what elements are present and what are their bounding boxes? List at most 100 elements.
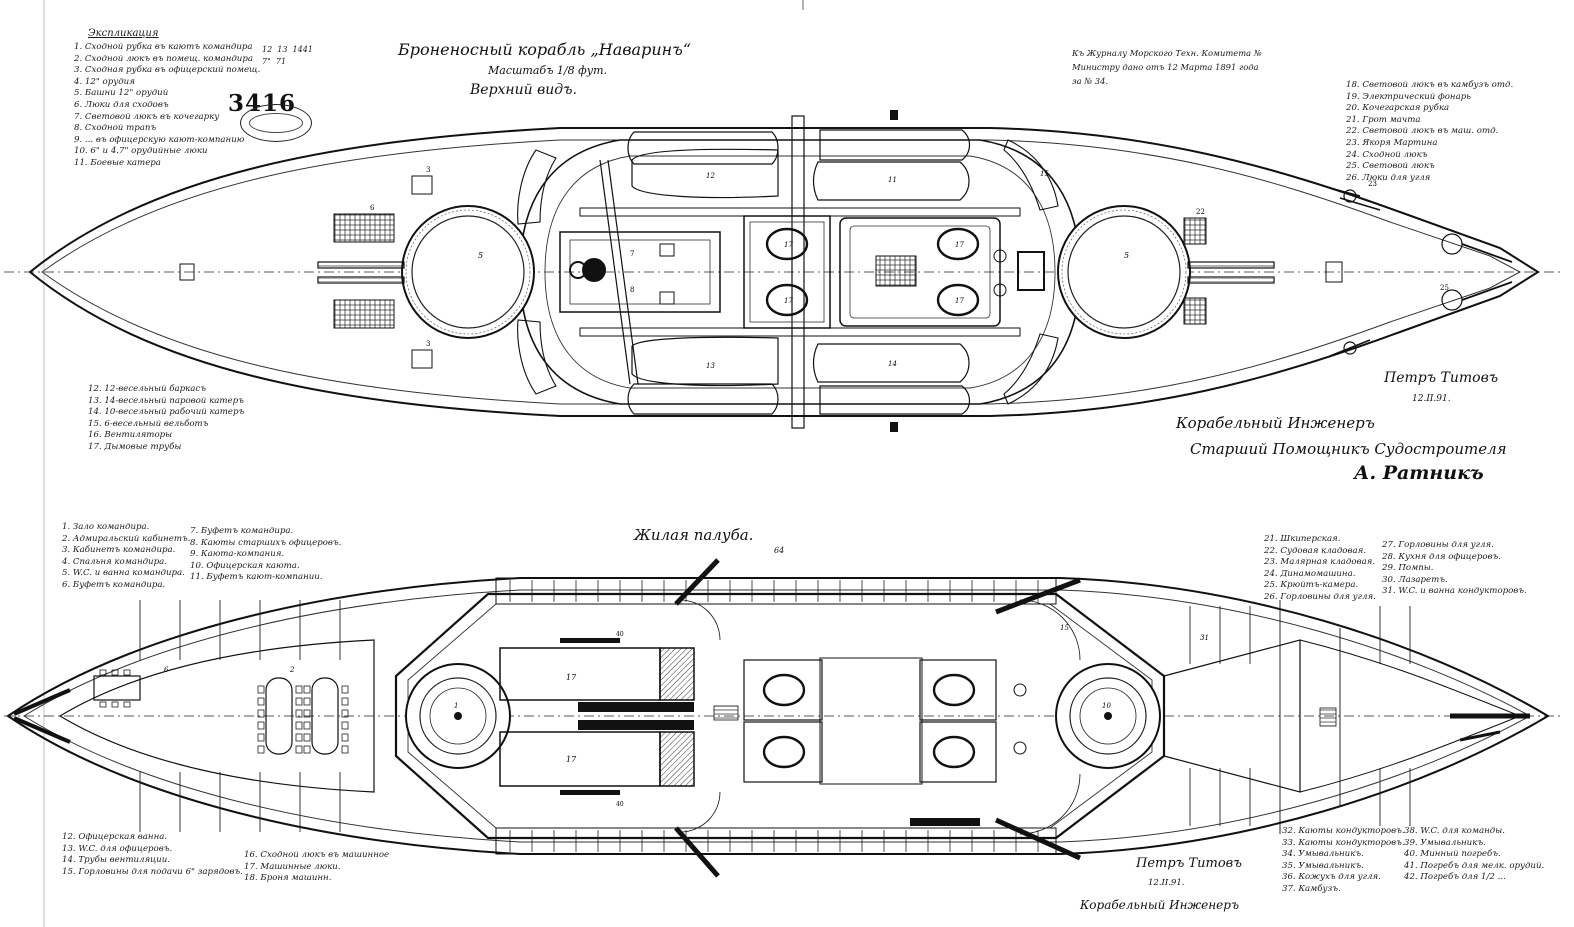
legend-entry: 27. Горловины для угля.: [1382, 540, 1494, 550]
label-mark-3b: 3: [426, 340, 430, 348]
top-deckhouse: 7 8 17 17 17 17: [559, 215, 1045, 329]
chair-icon: [341, 733, 349, 742]
top-view-subtitle: Верхний видъ.: [470, 82, 577, 98]
chair-icon: [257, 733, 265, 742]
label-funnel-a: 17: [784, 241, 793, 249]
funnel-uptake-icon: [932, 673, 976, 707]
chair-icon: [257, 697, 265, 706]
legend-entry: 33. Каюты кондукторовъ.: [1282, 837, 1405, 848]
funnel-icon: [936, 227, 980, 261]
chair-icon: [257, 685, 265, 694]
lower-legend-bottom-d: 38. W.C. для команды.39. Умывальникъ.40.…: [1404, 826, 1544, 884]
signature-titov-top: Петръ Титовъ: [1384, 370, 1499, 386]
legend-entry: 24. Сходной люкъ: [1346, 149, 1428, 160]
label-boat-b: 11: [888, 176, 897, 184]
funnel-uptake-icon: [762, 673, 806, 707]
signature-titov-lower: Петръ Титовъ: [1136, 856, 1242, 871]
label-mark-40b: 40: [616, 801, 624, 808]
top-turret-aft: 5: [1057, 205, 1275, 339]
legend-entry: 23. Якоря Мартина: [1346, 137, 1438, 148]
signature-titov-lower-date: 12.II.91.: [1148, 878, 1185, 888]
chair-icon: [257, 721, 265, 730]
chair-icon: [303, 721, 311, 730]
legend-entry: 25. Крюйтъ-камера.: [1264, 580, 1359, 591]
label-mark-31: 31: [1200, 634, 1209, 642]
header-note: Къ Журналу Морского Техн. Комитета № Мин…: [1072, 48, 1262, 86]
chair-icon: [341, 685, 349, 694]
label-mark-6: 6: [370, 204, 375, 212]
chair-icon: [295, 709, 303, 718]
legend-entry: 2. Сходной люкъ въ помещ. командира: [74, 53, 253, 64]
legend-entry: 11. Боевые катера: [74, 157, 161, 168]
lower-legend-left-b: 7. Буфетъ командира.8. Каюты старшихъ оф…: [190, 526, 341, 584]
legend-entry: 28. Кухня для офицеровъ.: [1382, 551, 1501, 562]
legend-entry: 42. Погребъ для 1/2 ...: [1404, 872, 1506, 883]
signature-titov-top-date: 12.II.91.: [1412, 394, 1451, 404]
legend-entry: 7. Световой люкъ въ кочегарку: [74, 111, 220, 122]
legend-entry: 32. Каюты кондукторовъ.: [1282, 826, 1405, 836]
chair-icon: [303, 745, 311, 754]
label-mark-2: 2: [289, 666, 295, 674]
label-mark-7: 7: [630, 250, 634, 258]
legend-entry: 14. Трубы вентиляции.: [62, 855, 170, 866]
top-view-title: Броненосный корабль „Наваринъ“: [398, 40, 692, 59]
capstan-icon: [1343, 189, 1357, 203]
lower-legend-right-b: 27. Горловины для угля.28. Кухня для офи…: [1382, 540, 1527, 598]
legend-entry: 3. Сходная рубка въ офицерский помещ.: [74, 65, 261, 76]
legend-entry: 21. Грот мачта: [1346, 114, 1421, 125]
legend-entry: 4. Спальня командира.: [62, 556, 167, 567]
chair-icon: [303, 733, 311, 742]
legend-entry: 1. Зало командира.: [62, 522, 150, 532]
label-mark-40a: 40: [616, 631, 624, 638]
legend-entry: 38. W.C. для команды.: [1404, 826, 1505, 836]
legend-entry: 15. Горловины для подачи 6" зарядовъ.: [62, 866, 243, 877]
legend-entry: 22. Судовая кладовая.: [1264, 545, 1367, 556]
chair-icon: [295, 733, 303, 742]
capstan-icon: [1343, 341, 1357, 355]
legend-entry: 17. Машинные люки.: [244, 861, 341, 872]
legend-entry: 26. Люки для угля: [1346, 172, 1431, 183]
label-boat-d: 14: [888, 360, 897, 368]
legend-entry: 4. 12" орудия: [74, 76, 135, 87]
chair-icon: [111, 669, 119, 676]
chair-icon: [257, 745, 265, 754]
lower-cabin-bulkheads: [1189, 606, 1411, 826]
lower-legend-left-a: 1. Зало командира.2. Адмиральский кабине…: [62, 522, 190, 592]
lower-guns: 15 31: [13, 558, 1530, 878]
label-funnel-d: 17: [955, 297, 964, 305]
label-mark-6: 6: [164, 666, 169, 674]
chair-icon: [123, 669, 131, 676]
legend-entry: 30. Лазаретъ.: [1382, 574, 1448, 585]
legend-entry: 10. Офицерская каюта.: [190, 560, 300, 571]
legend-entry: 7. Буфетъ командира.: [190, 526, 294, 536]
label-lower-turret-fwd: 1: [454, 702, 458, 710]
legend-entry: 9. Каюта-компания.: [190, 549, 285, 560]
label-funnel-b: 17: [784, 297, 793, 305]
legend-entry: 12. Офицерская ванна.: [62, 832, 168, 842]
legend-entry: 39. Умывальникъ.: [1404, 837, 1486, 848]
chair-icon: [99, 701, 107, 708]
archive-stamp-icon: [240, 104, 312, 142]
top-skylights-aft: 22: [1183, 208, 1343, 325]
lower-turret-fwd: 1: [405, 663, 511, 769]
lower-legend-bottom-a: 12. Офицерская ванна.13. W.C. для офицер…: [62, 832, 243, 878]
anchor-icon: [1441, 233, 1463, 255]
legend-entry: 14. 10-весельный рабочий катеръ: [88, 407, 245, 418]
signature-ratnik: А. Ратникъ: [1354, 462, 1484, 484]
chair-icon: [295, 697, 303, 706]
chair-icon: [341, 721, 349, 730]
lower-funnel-uptakes: [713, 657, 1027, 785]
top-legend-small: 12 13 1441 7" 71: [262, 45, 313, 66]
legend-entry: 37. Камбузъ.: [1282, 883, 1341, 894]
mark-64: 64: [774, 546, 785, 555]
legend-entry: 31. W.C. и ванна кондукторовъ.: [1382, 586, 1527, 597]
label-mark-23: 23: [1368, 180, 1377, 188]
top-legend-right: 18. Световой люкъ въ камбузъ отд.19. Эле…: [1346, 80, 1513, 184]
funnel-uptake-icon: [762, 735, 806, 769]
label-boat-c: 13: [706, 362, 715, 370]
legend-entry: 6. Люки для сходовъ: [74, 99, 169, 110]
